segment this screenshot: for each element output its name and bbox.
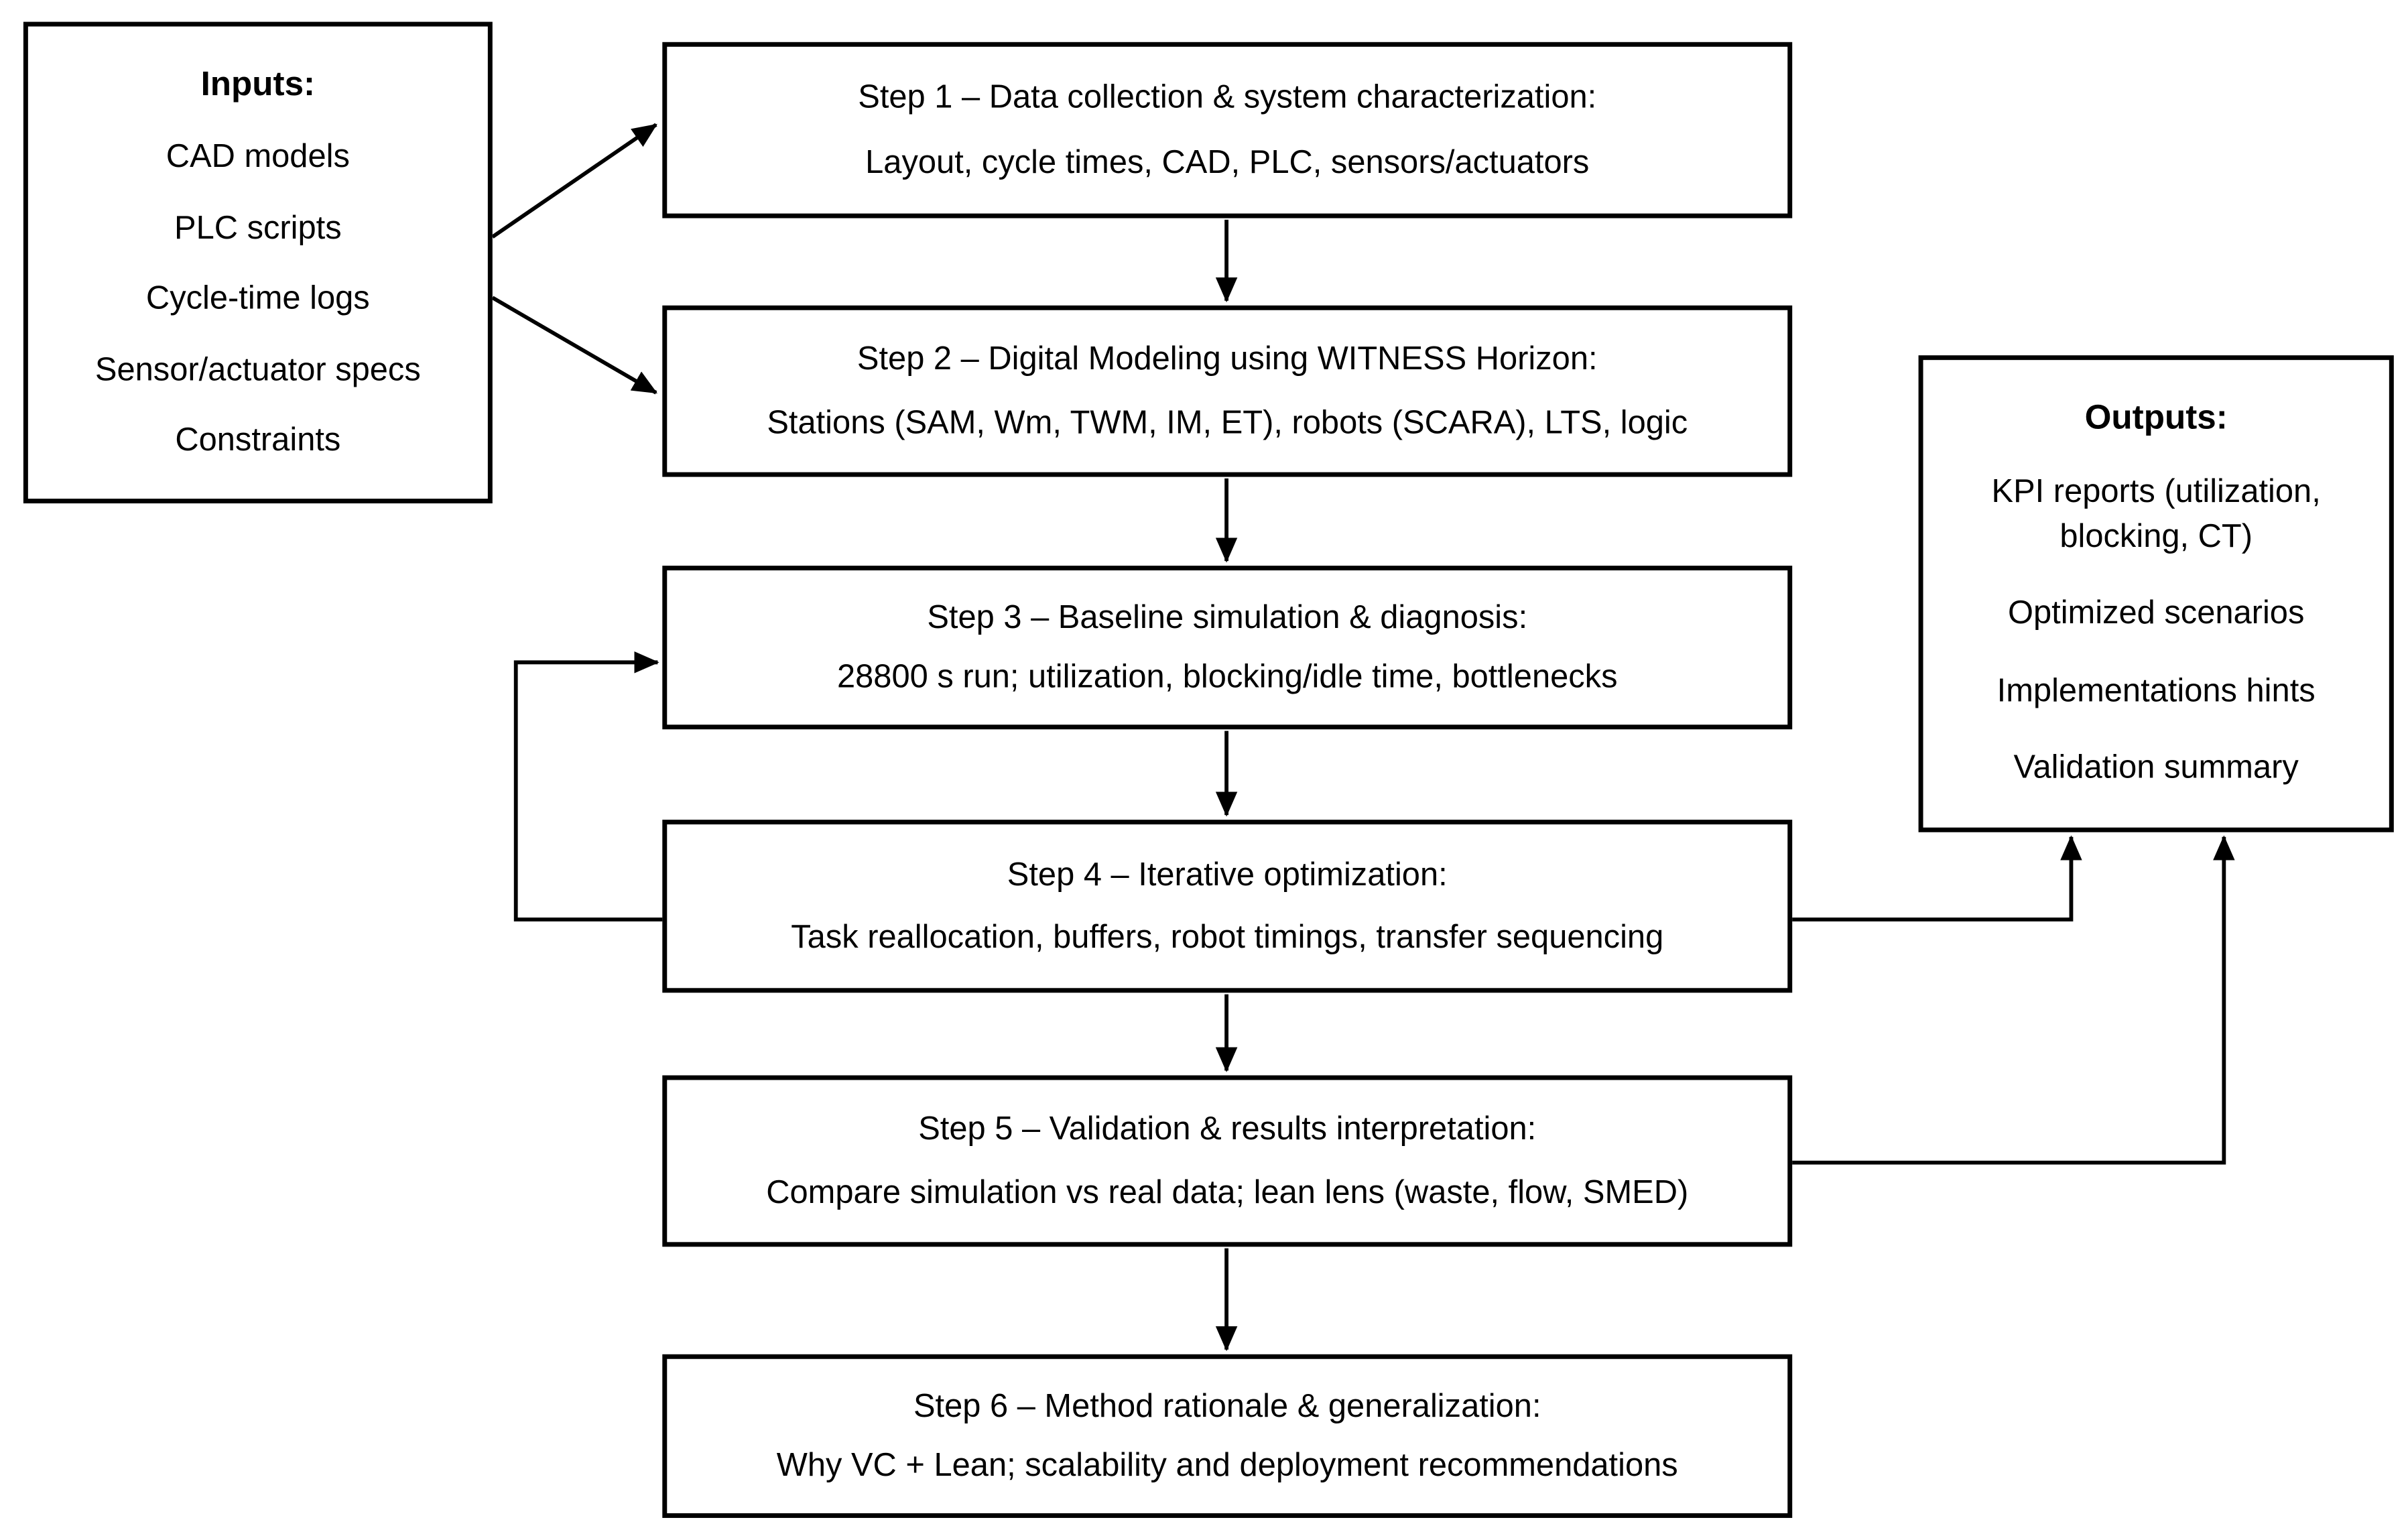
inputs-title: Inputs: [200,64,316,104]
step-1-detail: Layout, cycle times, CAD, PLC, sensors/a… [865,144,1590,180]
outputs-box: Outputs: KPI reports (utilization, block… [1918,355,2394,832]
step-4-box: Step 4 – Iterative optimization: Task re… [662,820,1793,993]
step-6-title: Step 6 – Method rationale & generalizati… [913,1387,1541,1424]
step-6-detail: Why VC + Lean; scalability and deploymen… [776,1448,1678,1484]
step-5-title: Step 5 – Validation & results interpreta… [918,1111,1537,1147]
input-item-sensor-actuator-specs: Sensor/actuator specs [94,352,421,388]
arrow-inputs-to-step1 [491,123,657,239]
step-3-detail: 28800 s run; utilization, blocking/idle … [836,659,1618,696]
step-5-box: Step 5 – Validation & results interpreta… [662,1075,1793,1247]
output-item-kpi-reports: KPI reports (utilization, blocking, CT) [1991,473,2321,556]
input-item-cad-models: CAD models [166,139,350,175]
arrow-step4-to-outputs [1790,835,2082,921]
input-item-plc-scripts: PLC scripts [174,210,342,246]
step-3-box: Step 3 – Baseline simulation & diagnosis… [662,566,1793,730]
outputs-title: Outputs: [2084,397,2228,436]
input-item-constraints: Constraints [175,423,341,459]
arrow-inputs-to-step2 [491,296,658,395]
step-2-detail: Stations (SAM, Wm, TWM, IM, ET), robots … [767,404,1688,441]
step-4-title: Step 4 – Iterative optimization: [1007,856,1448,893]
step-6-box: Step 6 – Method rationale & generalizati… [662,1354,1793,1518]
step-3-title: Step 3 – Baseline simulation & diagnosis… [927,599,1528,635]
step-4-detail: Task reallocation, buffers, robot timing… [791,919,1664,956]
arrow-step4-to-step3-feedback [513,651,664,921]
step-1-title: Step 1 – Data collection & system charac… [858,80,1597,116]
input-item-cycle-time-logs: Cycle-time logs [145,281,370,317]
step-2-title: Step 2 – Digital Modeling using WITNESS … [857,341,1598,378]
output-item-validation-summary: Validation summary [2013,749,2299,785]
arrow-step5-to-outputs [1790,835,2235,1165]
step-1-box: Step 1 – Data collection & system charac… [662,42,1793,218]
step-5-detail: Compare simulation vs real data; lean le… [766,1174,1689,1210]
output-item-optimized-scenarios: Optimized scenarios [2007,596,2305,632]
output-item-implementations-hints: Implementations hints [1997,672,2316,709]
step-2-box: Step 2 – Digital Modeling using WITNESS … [662,305,1793,477]
inputs-box: Inputs: CAD models PLC scripts Cycle-tim… [23,21,493,504]
